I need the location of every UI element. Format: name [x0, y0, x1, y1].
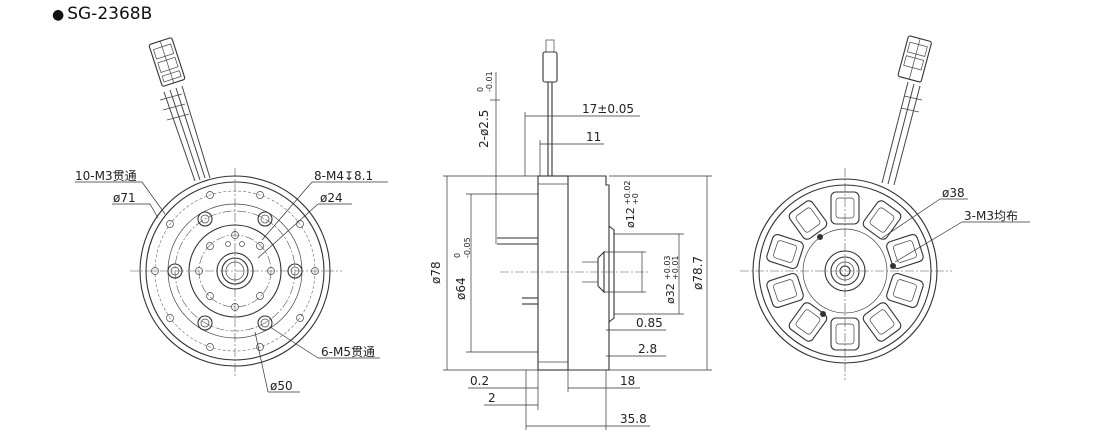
side-d787-label: ø78.7: [691, 256, 705, 290]
side-d32-tol: +0.03: [663, 255, 672, 280]
front-6-m5-label: 6-M5贯通: [321, 345, 375, 359]
side-housing: [537, 175, 569, 371]
front-view: 10-M3贯通 ø71 8-M4↧8.1 ø24 6-M5贯通 ø50: [75, 37, 388, 393]
side-18-label: 18: [620, 374, 635, 388]
side-358-label: 35.8: [620, 412, 647, 426]
drawing-title: ●SG-2368B: [52, 4, 152, 24]
side-pins-tol-top: 0: [476, 87, 485, 92]
side-pins-tol: -0.01: [485, 71, 494, 92]
side-d78-label: ø78: [429, 261, 443, 284]
side-11-label: 11: [586, 130, 601, 144]
side-d12-tol2: +0: [631, 193, 640, 205]
side-pins-label: 2-ø2.5: [477, 110, 491, 148]
side-d64-label: ø64: [454, 277, 468, 300]
side-2-label: 2: [488, 391, 496, 405]
front-m4-holes: [195, 231, 275, 311]
rear-windows: [766, 191, 924, 351]
front-d71-label: ø71: [113, 191, 136, 205]
rear-connector: [897, 35, 932, 83]
side-02-label: 0.2: [470, 374, 489, 388]
front-m3-holes: [151, 191, 319, 351]
side-d12-label: ø12: [624, 207, 637, 228]
model-name: SG-2368B: [67, 4, 153, 24]
side-connector: [542, 51, 558, 83]
front-8-m4-label: 8-M4↧8.1: [314, 169, 373, 183]
rear-view: ø38 3-M3均布: [740, 35, 1030, 380]
bullet-icon: ●: [52, 7, 65, 23]
side-d32-label: ø32: [664, 283, 677, 304]
side-17-label: 17±0.05: [582, 102, 634, 116]
rear-3-m3-label: 3-M3均布: [964, 209, 1018, 223]
side-d64-tol-top: 0: [453, 253, 462, 258]
side-085-label: 0.85: [636, 316, 663, 330]
side-d64-tol: -0.05: [463, 237, 472, 258]
front-connector: [148, 37, 186, 87]
front-10-m3-label: 10-M3贯通: [75, 169, 137, 183]
side-d32-tol2: +0.01: [671, 255, 680, 280]
side-view: 2-ø2.5 -0.01 0 17±0.05 11 ø12 +0.02 +0 ø…: [429, 39, 712, 430]
front-m5-holes: [167, 211, 303, 331]
front-d50-label: ø50: [270, 379, 293, 393]
side-d12-tol: +0.02: [623, 180, 632, 205]
front-d24-label: ø24: [320, 191, 343, 205]
front-cable: [159, 85, 211, 182]
rear-cable: [881, 81, 923, 186]
rear-d38-label: ø38: [942, 186, 965, 200]
side-28-label: 2.8: [638, 342, 657, 356]
